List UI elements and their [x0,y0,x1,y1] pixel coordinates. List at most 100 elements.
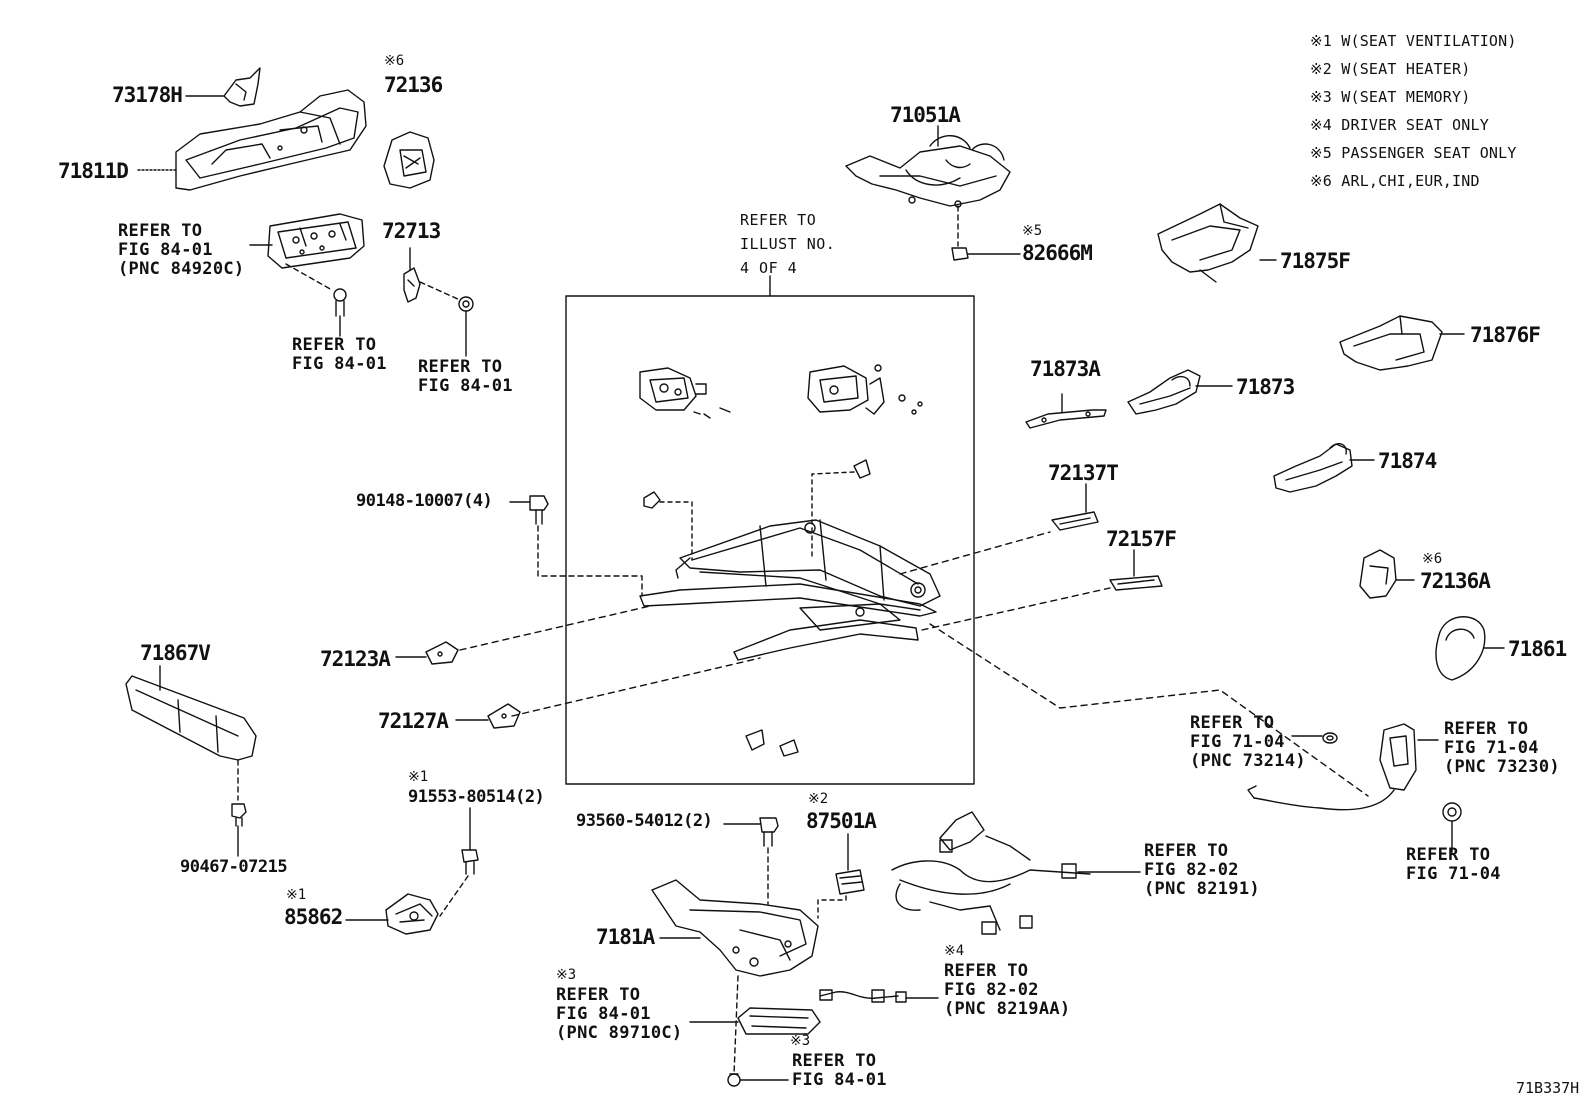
cover-71875f [1157,203,1259,283]
rail-71873a [1025,409,1107,429]
part-7181a[interactable]: 7181A [596,925,655,949]
seat-track-assembly [639,364,941,757]
bracket-72127a [487,703,521,729]
seatbelt-buckle-73230 [1247,723,1417,811]
refer-8219aa-line-2[interactable]: FIG 82-02 [944,980,1039,1000]
part-71873a[interactable]: 71873A [1030,357,1101,381]
part-71873[interactable]: 71873 [1236,375,1295,399]
refer-73230-line-3[interactable]: (PNC 73230) [1444,757,1560,777]
refer-89710c-line-2[interactable]: FIG 84-01 [556,1004,651,1024]
part-71051a[interactable]: 71051A [890,103,961,127]
fan-85862 [385,893,439,935]
screw-bottom [727,1073,741,1087]
part-90467-07215[interactable]: 90467-07215 [180,857,288,877]
note-mark-72136: ※6 [384,53,405,69]
note-mark-89710c: ※3 [556,967,577,983]
wire-harness-82191 [891,811,1091,935]
part-93560-54012[interactable]: 93560-54012(2) [576,811,713,831]
bracket-72123a [425,641,459,665]
wire-frame-71051a [845,125,1011,208]
legend-note-3: ※3 W(SEAT MEMORY) [1310,88,1471,106]
clip-90467 [231,803,247,827]
refer-84920c-line-2[interactable]: FIG 84-01 [118,240,213,260]
cover-71874 [1273,443,1353,493]
legend-note-5: ※5 PASSENGER SEAT ONLY [1310,144,1517,162]
nut-7104 [1442,802,1462,822]
refer-bolt-left-line-1[interactable]: REFER TO [292,335,377,355]
refer-73214-line-2[interactable]: FIG 71-04 [1190,732,1285,752]
trim-72137t [1051,511,1099,531]
ecu-89710c [737,1007,821,1035]
refer-8219aa-line-3[interactable]: (PNC 8219AA) [944,999,1071,1019]
illustration-frame [565,295,975,785]
legend-note-1: ※1 W(SEAT VENTILATION) [1310,32,1517,50]
part-91553-80514[interactable]: 91553-80514(2) [408,787,545,807]
part-72123a[interactable]: 72123A [320,647,391,671]
part-71867v[interactable]: 71867V [140,641,211,665]
part-82666m[interactable]: 82666M [1022,241,1093,265]
refer-bottom-line-1[interactable]: REFER TO [792,1051,877,1071]
part-73178h[interactable]: 73178H [112,83,183,107]
diagram-code: 71B337H [1516,1079,1580,1097]
part-72136[interactable]: 72136 [384,73,443,97]
refer-82191-line-1[interactable]: REFER TO [1144,841,1229,861]
legend-note-2: ※2 W(SEAT HEATER) [1310,60,1471,78]
refer-bolt-right-line-2[interactable]: FIG 84-01 [418,376,513,396]
knob-72136 [383,131,435,189]
refer-illust-line-2: ILLUST NO. [740,235,836,253]
refer-84920c-line-3[interactable]: (PNC 84920C) [118,259,245,279]
knob-72136a [1359,549,1397,599]
refer-illust-line-3: 4 OF 4 [740,259,798,277]
refer-illust-line-1: REFER TO [740,211,817,229]
refer-84920c-line-1[interactable]: REFER TO [118,221,203,241]
part-85862[interactable]: 85862 [284,905,343,929]
screw-right [458,296,474,312]
refer-89710c-line-3[interactable]: (PNC 89710C) [556,1023,683,1043]
refer-7104-line-1[interactable]: REFER TO [1406,845,1491,865]
note-mark-82666m: ※5 [1022,223,1043,239]
note-mark-85862: ※1 [286,887,307,903]
refer-82191-line-2[interactable]: FIG 82-02 [1144,860,1239,880]
part-72157f[interactable]: 72157F [1106,527,1177,551]
refer-bolt-right-line-1[interactable]: REFER TO [418,357,503,377]
refer-7104-line-2[interactable]: FIG 71-04 [1406,864,1501,884]
part-71876f[interactable]: 71876F [1470,323,1541,347]
refer-8219aa-line-1[interactable]: REFER TO [944,961,1029,981]
washer-73214 [1322,732,1338,744]
refer-89710c-line-1[interactable]: REFER TO [556,985,641,1005]
note-mark-91553: ※1 [408,769,429,785]
switch-assembly-84920c [267,213,365,269]
refer-82191-line-3[interactable]: (PNC 82191) [1144,879,1260,899]
part-82666m [951,247,969,261]
screw-left [333,288,347,317]
legend-note-4: ※4 DRIVER SEAT ONLY [1310,116,1489,134]
part-71875f[interactable]: 71875F [1280,249,1351,273]
seat-side-cover-71811d [175,89,367,191]
part-90148-10007[interactable]: 90148-10007(4) [356,491,493,511]
part-72136a[interactable]: 72136A [1420,569,1491,593]
part-72127a[interactable]: 72127A [378,709,449,733]
wire-harness-8219aa [819,989,907,1003]
refer-73230-line-2[interactable]: FIG 71-04 [1444,738,1539,758]
refer-bolt-left-line-2[interactable]: FIG 84-01 [292,354,387,374]
bolt-90148 [529,495,549,525]
part-71861[interactable]: 71861 [1508,637,1567,661]
note-mark-8219aa: ※4 [944,943,965,959]
part-87501a[interactable]: 87501A [806,809,877,833]
part-72137t[interactable]: 72137T [1048,461,1119,485]
part-71811d[interactable]: 71811D [58,159,129,183]
part-71874[interactable]: 71874 [1378,449,1437,473]
cover-71876f [1339,315,1443,371]
cover-71867v [125,675,257,761]
refer-73214-line-1[interactable]: REFER TO [1190,713,1275,733]
screw-93560 [759,817,779,847]
refer-73230-line-1[interactable]: REFER TO [1444,719,1529,739]
cover-71873 [1127,369,1201,415]
part-72713[interactable]: 72713 [382,219,441,243]
refer-bottom-line-2[interactable]: FIG 84-01 [792,1070,887,1090]
refer-73214-line-3[interactable]: (PNC 73214) [1190,751,1306,771]
trim-72157f [1109,575,1163,591]
bracket-7181a [651,879,819,977]
